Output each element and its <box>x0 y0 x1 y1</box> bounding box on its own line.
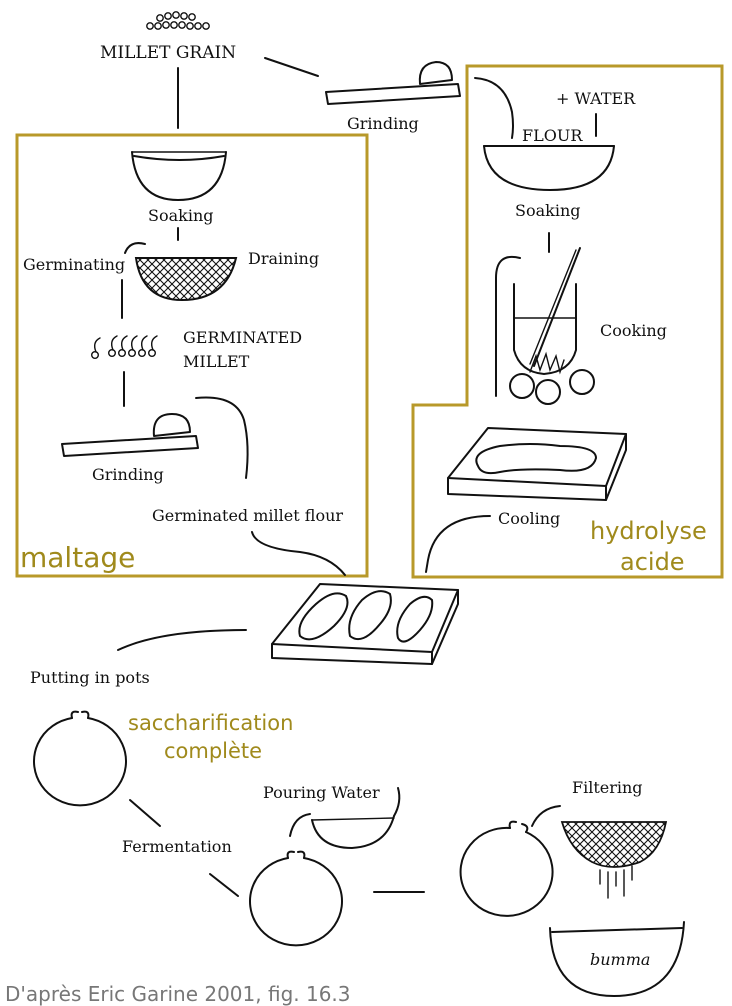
label-soaking-right: Soaking <box>515 201 581 220</box>
label-cooking: Cooking <box>600 321 667 340</box>
label-bumma: bumma <box>590 950 650 969</box>
mixing-tray-icon <box>271 583 459 665</box>
pot-1-icon <box>33 710 127 807</box>
label-grinding-top: Grinding <box>347 114 419 133</box>
cooling-tray-icon <box>447 427 627 501</box>
label-grinding-mid: Grinding <box>92 465 164 484</box>
filter-basket-icon <box>560 821 668 899</box>
source-credit: D'après Eric Garine 2001, fig. 16.3 <box>5 982 351 1006</box>
hydrolyse-stage-box <box>411 64 724 579</box>
pot-3-icon <box>459 820 554 917</box>
maltage-stage-box <box>15 133 369 578</box>
grinding-stone-mid-icon <box>61 413 199 457</box>
label-fermentation: Fermentation <box>122 837 232 856</box>
stage-label-hydrolyse-2: acide <box>620 548 685 576</box>
label-germinated-flour: Germinated millet flour <box>152 506 343 525</box>
label-draining: Draining <box>248 249 319 268</box>
label-cooling: Cooling <box>498 509 560 528</box>
soaking-bowl-left-icon <box>131 151 227 201</box>
water-bowl-icon <box>311 787 401 849</box>
millet-grains-icon <box>146 11 210 30</box>
label-water: + WATER <box>556 89 636 108</box>
bumma-bowl-icon <box>549 921 685 997</box>
label-soaking-left: Soaking <box>148 206 214 225</box>
flour-bowl-icon <box>483 145 615 191</box>
germinated-seeds-icon <box>90 335 158 360</box>
label-putting-in-pots: Putting in pots <box>30 668 150 687</box>
label-germinated: GERMINATED <box>183 328 302 347</box>
cooking-pot-icon <box>509 247 595 405</box>
stage-label-maltage: maltage <box>20 541 135 574</box>
connector-grain-right <box>264 57 319 77</box>
label-filtering: Filtering <box>572 778 643 797</box>
label-millet-grain: MILLET GRAIN <box>100 43 236 63</box>
label-flour: FLOUR <box>522 126 583 145</box>
label-millet: MILLET <box>183 352 250 371</box>
stage-label-saccharification-2: complète <box>164 739 262 763</box>
pot-2-icon <box>249 850 343 947</box>
draining-basket-icon <box>124 242 238 302</box>
connector-flour-curve <box>195 396 249 479</box>
grinding-stone-top-icon <box>325 61 461 105</box>
label-germinating: Germinating <box>23 255 125 274</box>
stage-label-saccharification-1: saccharification <box>128 711 293 735</box>
label-pouring-water: Pouring Water <box>263 783 380 802</box>
stage-label-hydrolyse-1: hydrolyse <box>590 517 707 545</box>
